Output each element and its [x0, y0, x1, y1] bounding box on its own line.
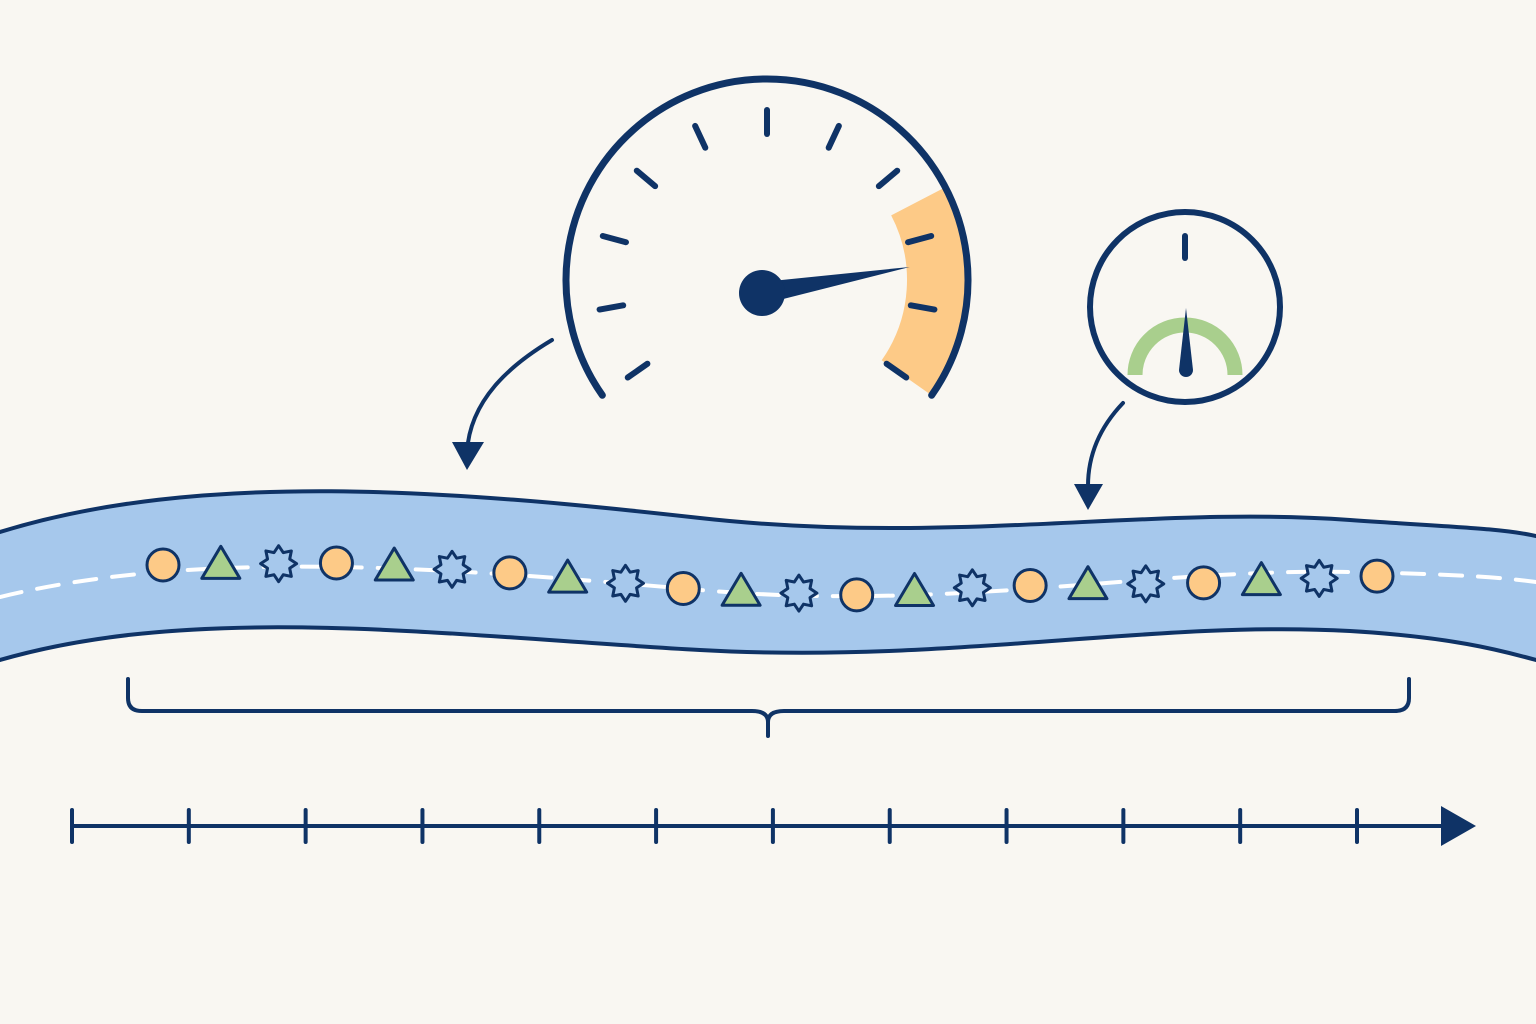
- gauge-tick: [825, 122, 842, 151]
- gauge-tick: [599, 233, 629, 246]
- gauge-tick: [883, 360, 910, 381]
- stream-item-star: [1299, 558, 1339, 598]
- gauge-tick: [875, 167, 901, 190]
- dial-needle: [1179, 308, 1193, 377]
- stream-top-edge: [0, 489, 1536, 538]
- stream-item-circle: [1012, 568, 1048, 604]
- timeline-ticks: [70, 808, 1359, 844]
- stream-item-star: [952, 568, 992, 608]
- stream-item-triangle: [894, 571, 936, 607]
- arrow-dial-to-stream-right: [1086, 401, 1125, 488]
- stream-item-circle: [1186, 565, 1222, 601]
- stream-item-triangle: [1067, 565, 1109, 601]
- arrow-gauge-to-stream-left: [465, 338, 554, 454]
- stream-item-triangle: [1240, 561, 1282, 597]
- stream-item-triangle: [200, 544, 242, 580]
- stream-items: [145, 544, 1395, 613]
- gauge-tick: [624, 360, 651, 381]
- stream-item-circle: [145, 547, 181, 583]
- gauge-tick: [692, 122, 709, 151]
- arrowhead-left: [452, 442, 484, 470]
- gauge-tick: [907, 302, 938, 313]
- arrowhead-right: [1074, 484, 1103, 510]
- stream-band: [0, 491, 1536, 660]
- stream-item-triangle: [373, 546, 415, 582]
- stream-item-circle: [839, 577, 875, 613]
- curved-arrow-icon: [452, 338, 554, 470]
- speedometer-icon: [562, 75, 972, 399]
- stream-item-star: [432, 549, 472, 589]
- gauge-hub: [739, 270, 785, 316]
- gauge-needle: [760, 266, 910, 304]
- gauge-tick: [596, 302, 627, 313]
- gauge-ticks: [596, 107, 938, 381]
- stream-bottom-edge: [0, 625, 1536, 662]
- stream-item-star: [259, 544, 299, 584]
- stream-item-circle: [1359, 558, 1395, 594]
- stream-item-circle: [318, 545, 354, 581]
- stream-item-star: [779, 573, 819, 613]
- stream-item-circle: [665, 570, 701, 606]
- curved-arrow-icon: [1074, 401, 1125, 510]
- stream-item-star: [605, 563, 645, 603]
- high-zone-band: [881, 188, 965, 394]
- gauge-tick: [905, 233, 935, 246]
- dial-gauge-icon: [1087, 209, 1283, 405]
- gauge-rim: [562, 75, 972, 399]
- stream-item-star: [1126, 564, 1166, 604]
- curly-brace-icon: [126, 677, 1411, 738]
- gauge-tick: [633, 167, 659, 190]
- data-stream: [0, 489, 1536, 662]
- timeline-axis: [70, 806, 1476, 846]
- stream-item-circle: [492, 555, 528, 591]
- stream-item-triangle: [547, 558, 589, 594]
- stream-item-triangle: [720, 571, 762, 607]
- timeline-arrowhead: [1441, 806, 1476, 846]
